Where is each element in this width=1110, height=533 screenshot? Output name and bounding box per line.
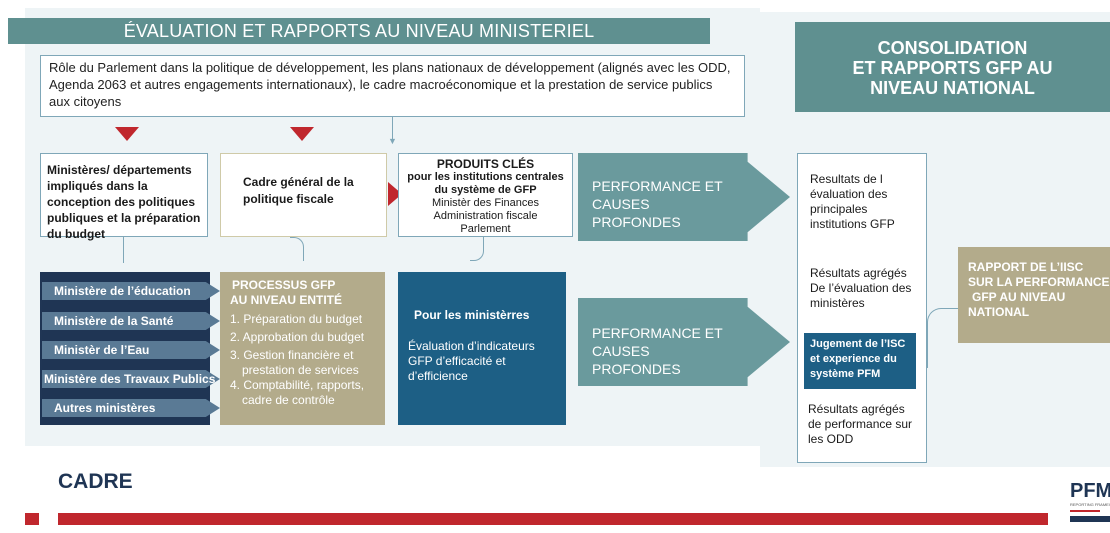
ministries-evaluation-box: Pour les ministèrres Évaluation d’indica… xyxy=(398,272,566,425)
pfm-step-4b: cadre de contrôle xyxy=(242,393,335,407)
national-consolidation-header: CONSOLIDATION ET RAPPORTS GFP AU NIVEAU … xyxy=(795,22,1110,112)
cadre-label: CADRE xyxy=(58,470,133,493)
pfm-step-1: 1. Préparation du budget xyxy=(230,312,363,326)
national-header-line3: NIVEAU NATIONAL xyxy=(870,78,1035,98)
red-down-triangle-1 xyxy=(115,127,139,141)
key-products-box: PRODUITS CLÉS pour les institutions cent… xyxy=(398,153,573,237)
pfm-step-2: 2. Approbation du budget xyxy=(230,330,365,344)
pfm-process-box: PROCESSUS GFP AU NIVEAU ENTITÉ 1. Prépar… xyxy=(220,272,385,425)
connector-left xyxy=(123,237,124,263)
key-products-line2: du système de GFP xyxy=(434,184,537,196)
pfm-logo-text: PFM xyxy=(1070,480,1110,502)
result-ministries-aggregate: Résultats agrégés De l’évaluation des mi… xyxy=(810,266,912,310)
intro-text-box: Rôle du Parlement dans la politique de d… xyxy=(40,55,745,117)
pfm-logo-line xyxy=(1070,510,1100,512)
sai-report-line1: RAPPORT DE L’IISC xyxy=(968,260,1084,274)
performance-arrow-top-label: PERFORMANCE ET CAUSES PROFONDES xyxy=(592,178,723,230)
ministries-evaluation-heading: Pour les ministèrres xyxy=(414,308,530,322)
sai-report-line2: SUR LA PERFORMANCE xyxy=(968,275,1110,289)
footer-red-bar xyxy=(58,513,1048,525)
key-products-line1: pour les institutions centrales xyxy=(407,171,564,183)
pfm-process-heading-2: AU NIVEAU ENTITÉ xyxy=(230,293,343,307)
performance-arrow-bottom-label: PERFORMANCE ET CAUSES PROFONDES xyxy=(592,325,723,377)
ministries-departments-box: Ministères/ départements impliqués dans … xyxy=(40,153,208,241)
ministry-item-water: Ministèr de l’Eau xyxy=(42,341,220,359)
pfm-step-4a: 4. Comptabilité, rapports, xyxy=(230,378,365,392)
key-products-line5: Parlement xyxy=(460,223,511,235)
national-header-line2: ET RAPPORTS GFP AU xyxy=(852,58,1053,78)
ministry-item-others: Autres ministères xyxy=(42,399,220,417)
red-down-triangle-2 xyxy=(290,127,314,141)
sai-judgement-box: Jugement de l’ISC et experience du systè… xyxy=(804,333,916,389)
pfm-logo-subtext: REPORTING FRAMEWORK xyxy=(1070,502,1110,507)
ministry-item-health: Ministère de la Santé xyxy=(42,312,220,330)
rapport-connector xyxy=(927,308,961,368)
intro-connector xyxy=(392,117,393,139)
pfm-step-3a: 3. Gestion financière et xyxy=(230,348,354,362)
ministry-item-public-works: Ministère des Travaux Publics xyxy=(42,370,220,388)
pfm-step-3b: prestation de services xyxy=(242,363,359,377)
result-central-institutions: Resultats de l évaluation des principale… xyxy=(810,172,895,231)
key-products-line3: Ministèr des Finances xyxy=(432,197,539,209)
national-results-box xyxy=(797,153,927,463)
pfm-process-heading-1: PROCESSUS GFP xyxy=(232,278,336,292)
pfm-logo-bar xyxy=(1070,516,1110,522)
ministries-evaluation-body: Évaluation d’indicateurs GFP d’efficacit… xyxy=(408,339,535,383)
sai-report-box: RAPPORT DE L’IISC SUR LA PERFORMANCE GFP… xyxy=(958,247,1110,343)
key-products-heading: PRODUITS CLÉS xyxy=(436,157,535,171)
national-header-line1: CONSOLIDATION xyxy=(877,38,1028,58)
result-sdg-performance: Résultats agrégés de performance sur les… xyxy=(808,402,913,446)
connector-mid xyxy=(290,237,304,261)
key-products-line4: Administration fiscale xyxy=(433,210,538,222)
connector-right xyxy=(470,237,484,261)
footer-red-square xyxy=(25,513,39,525)
page-title: ÉVALUATION ET RAPPORTS AU NIVEAU MINISTE… xyxy=(8,18,710,44)
fiscal-policy-label: Cadre général de la politique fiscale xyxy=(243,175,354,206)
connector-arrowhead: ▼ xyxy=(388,136,397,146)
sai-report-line4: NATIONAL xyxy=(968,305,1030,319)
ministry-item-education: Ministère de l’éducation xyxy=(42,282,220,300)
sai-report-line3: GFP AU NIVEAU xyxy=(972,290,1066,304)
pfm-logo: PFM REPORTING FRAMEWORK xyxy=(1070,480,1110,533)
fiscal-policy-framework-box: Cadre général de la politique fiscale xyxy=(220,153,387,237)
